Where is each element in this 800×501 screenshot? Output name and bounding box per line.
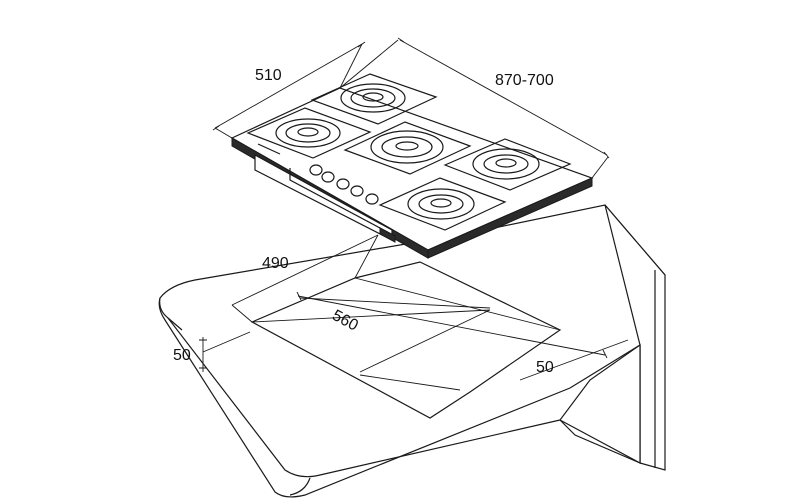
label-cutout-depth: 490 — [262, 255, 289, 272]
dimension-hob-width: 870-700 — [339, 37, 610, 179]
knob-4 — [350, 185, 364, 197]
burner-front-left — [246, 107, 372, 159]
burner-rear-right — [443, 138, 572, 191]
dimension-back-clearance: 50 — [519, 339, 629, 381]
label-hob-depth: 510 — [255, 67, 282, 84]
burner-center — [343, 121, 472, 175]
hob — [230, 73, 594, 259]
label-back-clearance: 50 — [536, 359, 554, 376]
knob-2 — [321, 171, 335, 183]
knob-5 — [365, 193, 379, 205]
worktop — [158, 204, 666, 498]
label-hob-width: 870-700 — [495, 72, 554, 89]
knob-3 — [336, 178, 350, 190]
burner-front-right — [378, 177, 507, 231]
dimension-hob-depth: 510 — [212, 41, 366, 139]
dimension-front-clearance: 50 — [173, 331, 251, 372]
dimension-cutout-depth: 490 — [231, 234, 379, 323]
control-knobs — [309, 164, 379, 205]
label-front-clearance: 50 — [173, 347, 191, 364]
burner-rear-left — [310, 73, 438, 125]
knob-1 — [309, 164, 323, 176]
